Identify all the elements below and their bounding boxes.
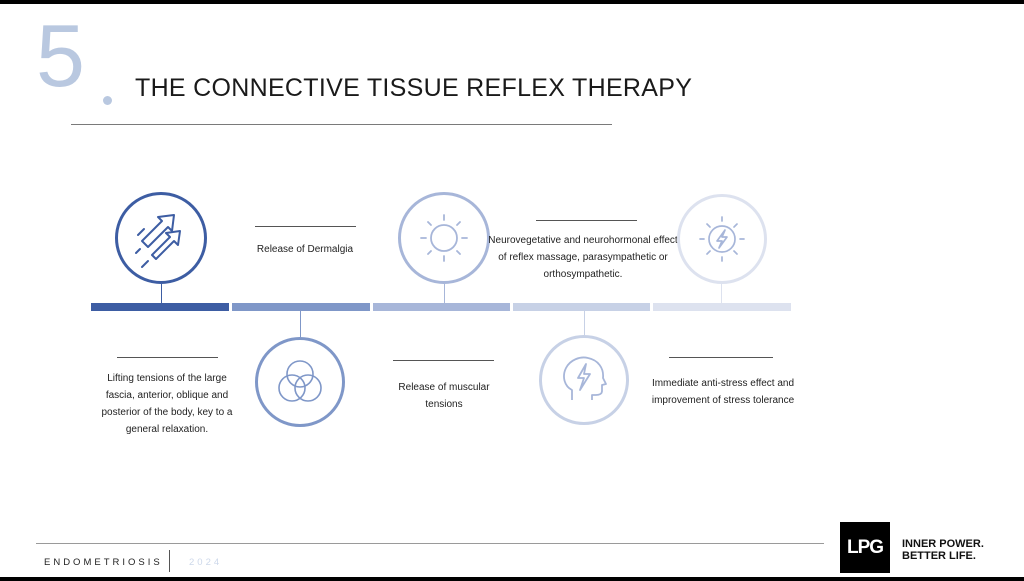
timeline-bar [91,303,791,311]
footer-year: 2024 [189,557,223,568]
step-5-circle [677,194,767,284]
step-2-connector [300,311,301,337]
title-divider [71,124,612,125]
lpg-logo: LPG [840,522,890,573]
footer-label: ENDOMETRIOSIS [44,557,163,568]
step-2-rule [255,226,356,227]
section-number-dot [103,96,112,105]
step-4-circle [539,335,629,425]
tagline-line-1: INNER POWER. [902,538,984,550]
step-4-connector [584,311,585,335]
step-1-text: Lifting tensions of the large fascia, an… [101,373,233,435]
overlapping-circles-icon [278,360,322,402]
timeline-segment-5 [653,303,791,311]
step-1-circle [115,192,207,284]
sun-lightning-icon [699,216,745,262]
step-4-text: Neurovegetative and neurohormonal effect… [488,235,678,280]
section-number: 5 [36,6,85,105]
lpg-logo-text: LPG [846,536,884,558]
step-5-text: Immediate anti-stress effect and improve… [651,378,795,406]
step-2-circle [255,337,345,427]
step-1-connector [161,284,162,303]
step-4-rule [536,220,637,221]
tagline-line-2: BETTER LIFE. [902,550,976,562]
footer-separator [169,550,170,572]
timeline-segment-4 [513,303,650,311]
brand-tagline: INNER POWER. BETTER LIFE. [902,538,984,562]
sun-icon [420,214,468,262]
arrows-up-right-icon [135,214,181,268]
step-3-circle [398,192,490,284]
head-lightning-icon [563,356,607,400]
step-5-connector [721,284,722,303]
step-2-text: Release of Dermalgia [256,244,354,255]
timeline-segment-3 [373,303,510,311]
timeline-segment-1 [91,303,229,311]
step-3-text: Release of muscular tensions [398,382,490,410]
step-3-rule [393,360,494,361]
step-5-rule [669,357,773,358]
step-3-connector [444,284,445,303]
footer-divider [36,543,824,544]
slide: 5 THE CONNECTIVE TISSUE REFLEX THERAPY L… [0,4,1024,577]
timeline-segment-2 [232,303,370,311]
step-1-rule [117,357,218,358]
page-title: THE CONNECTIVE TISSUE REFLEX THERAPY [135,74,693,102]
